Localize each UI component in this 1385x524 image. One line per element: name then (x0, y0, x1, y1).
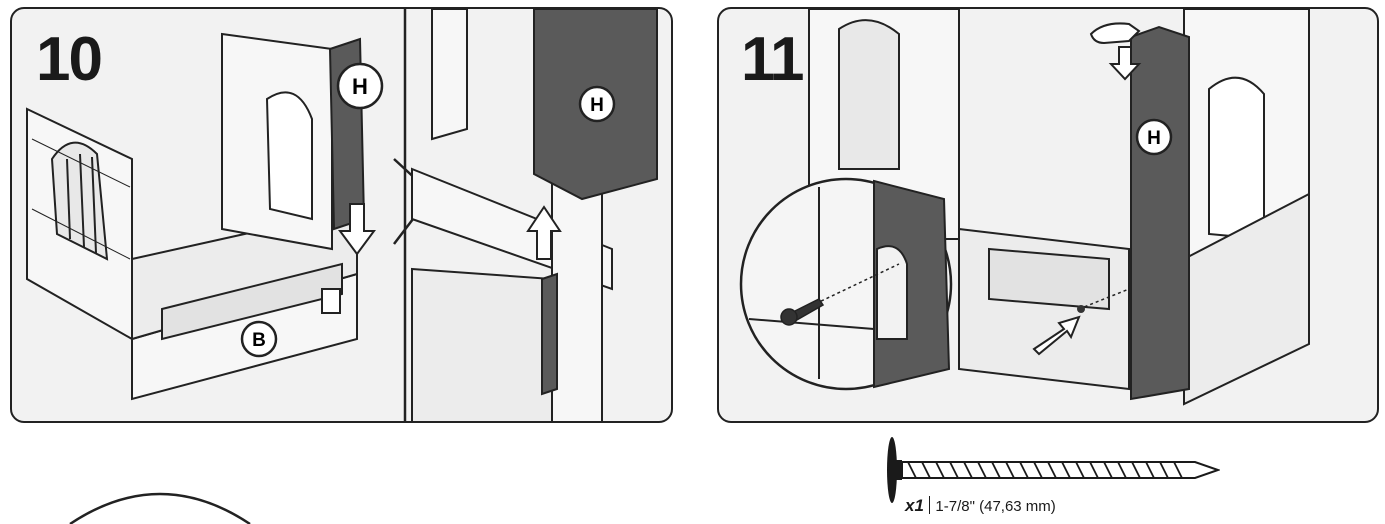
step-11-illustration: H (739, 9, 1310, 406)
hand-press-icon (1089, 22, 1142, 81)
house-left-wall (26, 107, 133, 341)
part-h-circle (336, 62, 384, 110)
screw-hole (1077, 305, 1085, 313)
part-b-circle (240, 320, 278, 358)
hardware-quantity: x1 (905, 496, 924, 515)
step-11-number: 11 (741, 25, 805, 94)
inset-detail (411, 9, 613, 421)
part-h-circle (1135, 118, 1173, 156)
step-10-number: 10 (36, 25, 103, 94)
hardware-separator (928, 496, 931, 514)
hardware-length: 1-7/8" (47,63 mm) (935, 498, 1056, 515)
inset-part-h-label: H (590, 95, 604, 116)
part-h-label: H (1147, 128, 1161, 149)
screw-icon (887, 437, 1220, 503)
house-front (808, 9, 1310, 406)
post-part-h (1130, 25, 1190, 401)
screw-guide-line (1078, 288, 1130, 310)
house-back-wall (221, 32, 333, 251)
part-b-label: B (252, 330, 266, 351)
step-10-illustration: H B H (26, 9, 658, 421)
next-step-circle-partial (69, 492, 251, 524)
step-10-panel: 10 H (10, 7, 673, 423)
inset-part-h-circle (578, 85, 616, 123)
down-arrow (338, 203, 376, 256)
magnified-detail (739, 177, 953, 391)
inset-up-arrow (526, 205, 562, 260)
step-11-panel: H 11 (717, 7, 1379, 423)
part-h-label: H (352, 74, 368, 99)
hardware-label: x1 1-7/8" (47,63 mm) (905, 496, 1056, 516)
pointer-arrow (1032, 315, 1081, 356)
